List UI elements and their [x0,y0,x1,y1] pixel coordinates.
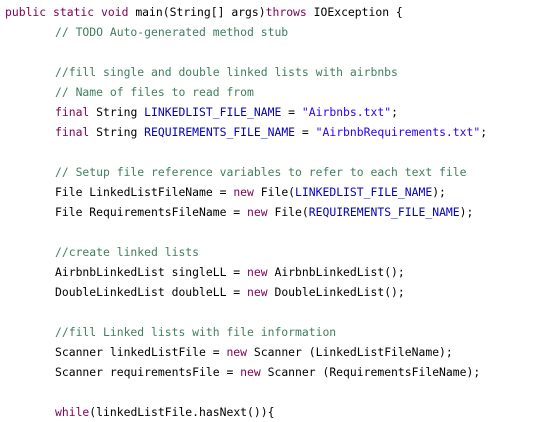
code-token-comment: //create linked lists [55,245,200,259]
code-token-comment: //fill single and double linked lists wi… [55,65,398,79]
code-token-keyword: new [247,265,275,279]
code-token-field: LINKEDLIST_FILE_NAME [144,105,282,119]
code-line[interactable]: // TODO Auto-generated method stub [55,22,288,42]
code-token-string: "Airbnbs.txt" [301,105,392,119]
code-token-plain: File LinkedListFileName = [55,185,234,199]
code-token-plain: AirbnbLinkedList(); [274,265,405,279]
code-token-plain: File( [260,185,296,199]
code-token-plain: IOException { [313,5,403,19]
code-token-plain: ()){ [247,405,275,419]
code-token-plain: (String[] args) [162,5,266,19]
code-token-plain: (linkedListFile. [89,405,200,419]
code-token-plain: ; [391,105,398,119]
code-token-string: "AirbnbRequirements.txt" [315,125,481,139]
code-line[interactable]: DoubleLinkedList doubleLL = new DoubleLi… [55,282,405,302]
code-line[interactable]: AirbnbLinkedList singleLL = new AirbnbLi… [55,262,405,282]
code-line[interactable]: //fill Linked lists with file informatio… [55,322,336,342]
code-token-plain: ; [480,125,488,139]
code-line[interactable]: Scanner linkedListFile = new Scanner (Li… [55,342,453,362]
code-token-plain: ); [432,185,446,199]
code-token-plain: String [96,125,145,139]
code-token-plain: String [96,105,145,119]
code-line[interactable]: final String LINKEDLIST_FILE_NAME = "Air… [55,102,398,122]
code-token-keyword: final [55,105,97,119]
code-line[interactable]: final String REQUIREMENTS_FILE_NAME = "A… [55,122,487,142]
code-line[interactable]: File RequirementsFileName = new File(REQ… [55,202,473,222]
code-token-plain: AirbnbLinkedList singleLL = [55,265,248,279]
code-line[interactable]: // Setup file reference variables to ref… [55,162,466,182]
code-token-comment: //fill Linked lists with file informatio… [55,325,337,339]
code-token-plain: Scanner (LinkedListFileName); [253,345,453,359]
code-token-comment: // Name of files to read from [55,85,254,99]
code-token-keyword: new [233,185,261,199]
code-token-plain: DoubleLinkedList doubleLL = [55,285,248,299]
code-token-plain: ); [459,205,474,219]
code-token-method: main [135,5,163,19]
code-token-plain: = [295,125,316,139]
code-token-plain: DoubleLinkedList(); [274,285,405,299]
code-line[interactable]: // Name of files to read from [55,82,254,102]
code-token-keyword: new [240,365,268,379]
code-token-comment: // Setup file reference variables to ref… [55,165,467,179]
code-line[interactable]: public static void main(String[] args)th… [5,2,403,22]
code-token-plain: = [281,105,302,119]
code-token-keyword: throws [265,5,314,19]
code-token-plain: Scanner requirementsFile = [55,365,241,379]
code-token-keyword: new [247,285,275,299]
code-line[interactable]: File LinkedListFileName = new File(LINKE… [55,182,446,202]
code-token-keyword: while [55,405,90,419]
code-token-keyword: new [247,205,275,219]
code-token-keyword: final [55,125,97,139]
code-token-plain: Scanner linkedListFile = [55,345,227,359]
code-token-plain: Scanner (RequirementsFileName); [267,365,481,379]
code-line[interactable]: //create linked lists [55,242,199,262]
code-line[interactable]: while(linkedListFile.hasNext()){ [55,402,274,422]
code-token-method: hasNext [199,405,248,419]
code-line[interactable]: //fill single and double linked lists wi… [55,62,398,82]
code-token-keyword: public static void [5,5,136,19]
code-token-plain: File( [274,205,309,219]
code-token-keyword: new [226,345,254,359]
code-token-field: REQUIREMENTS_FILE_NAME [144,125,296,139]
code-line[interactable]: Scanner requirementsFile = new Scanner (… [55,362,480,382]
code-token-field: REQUIREMENTS_FILE_NAME [308,205,460,219]
code-token-plain: File RequirementsFileName = [55,205,248,219]
code-token-comment: // TODO Auto-generated method stub [55,25,289,39]
code-token-field: LINKEDLIST_FILE_NAME [295,185,433,199]
